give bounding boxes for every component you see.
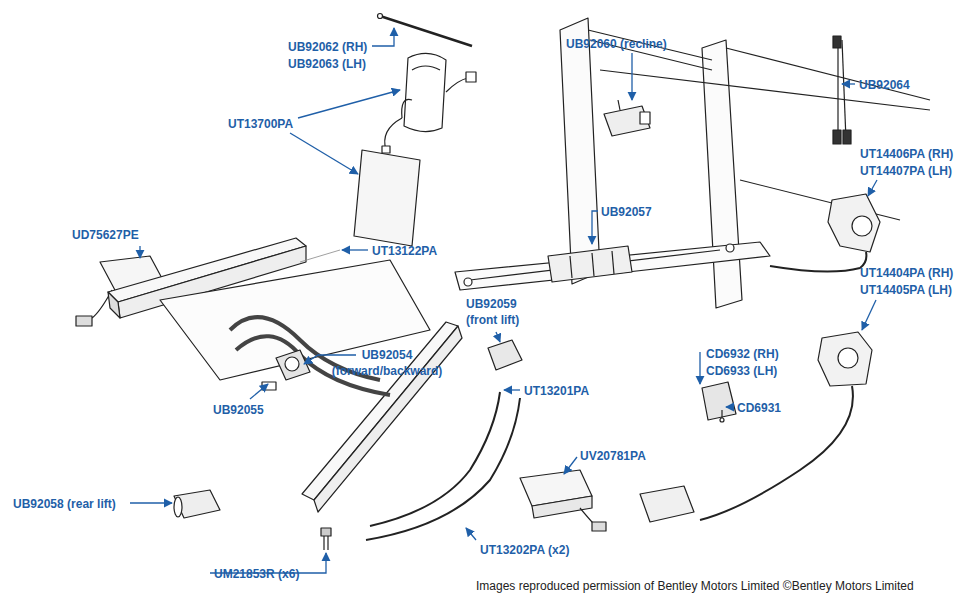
leader-arrows [130,28,877,573]
part-number: UB92054 (forward/backward) [322,347,452,379]
part-number: CD6933 (LH) [706,363,777,379]
part-number: UT14404PA (RH) [860,265,953,281]
part-number: CD6932 (RH) [706,346,779,362]
part-number: UT14405PA (LH) [860,282,952,298]
part-number: UM21853R (x6) [214,566,299,582]
part-number: UT13700PA [228,116,293,132]
part-number: UB92059 (front lift) [466,296,546,328]
part-number: UB92062 (RH) [288,39,367,55]
part-number: UT13122PA [372,243,437,259]
copyright-note: Images reproduced permission of Bentley … [476,578,914,594]
part-number: UV20781PA [580,448,646,464]
part-number: UB92064 [859,77,910,93]
part-number: CD6931 [737,400,781,416]
part-number: UT13202PA (x2) [480,542,569,558]
part-number: UT14406PA (RH) [860,146,953,162]
part-number: UB92060 (recline) [566,36,667,52]
part-number: UB92057 [601,204,652,220]
part-number: UB92055 [213,402,264,418]
part-number: UB92063 (LH) [288,56,366,72]
part-number: UD75627PE [72,227,139,243]
part-number: UT13201PA [524,383,589,399]
part-number: UB92058 (rear lift) [13,496,116,512]
part-number: UT14407PA (LH) [860,163,952,179]
